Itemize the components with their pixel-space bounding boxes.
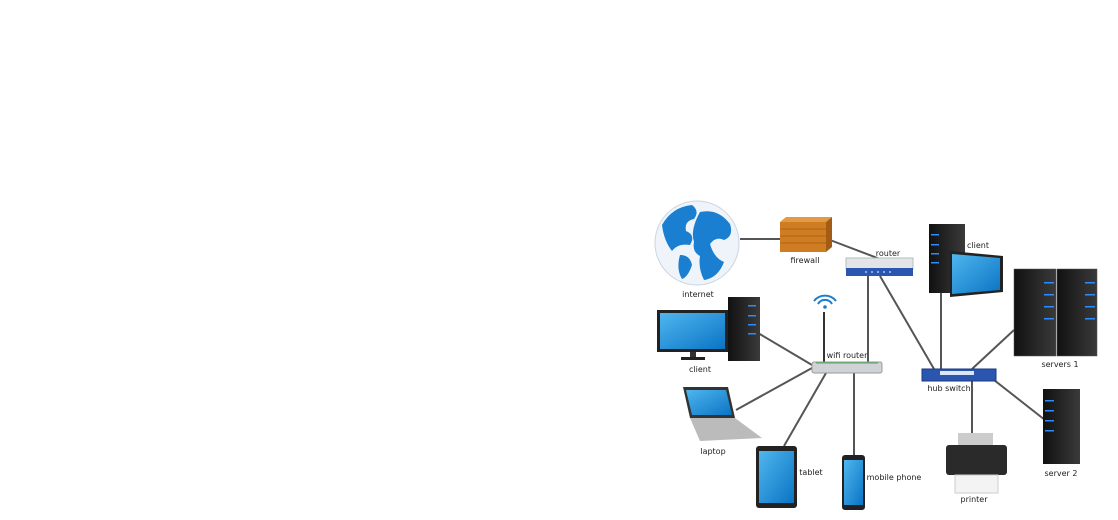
link-servers1-hub xyxy=(971,329,1015,370)
client-right-label: client xyxy=(967,241,989,250)
link-client-wifi xyxy=(757,332,813,366)
firewall-icon xyxy=(780,217,832,252)
laptop-icon xyxy=(683,387,762,441)
wifi-router-label: wifi router xyxy=(827,351,868,360)
printer-label: printer xyxy=(960,495,988,504)
server-2-label: server 2 xyxy=(1045,469,1078,478)
mobile-phone-label: mobile phone xyxy=(867,473,922,482)
router-label: router xyxy=(876,249,901,258)
client-left-label: client xyxy=(689,365,711,374)
hub-switch-icon xyxy=(921,368,997,382)
link-router-hub xyxy=(879,275,935,370)
tablet-icon xyxy=(756,446,797,508)
globe-icon xyxy=(654,200,740,286)
mobile-phone-icon xyxy=(842,455,865,510)
internet-label: internet xyxy=(682,290,714,299)
link-tablet-wifi xyxy=(783,372,827,447)
firewall-label: firewall xyxy=(791,256,820,265)
desktop-computer-right-icon xyxy=(929,224,1003,297)
link-firewall-router xyxy=(829,239,881,260)
printer-icon xyxy=(946,433,1007,494)
servers-1-label: servers 1 xyxy=(1041,360,1078,369)
links xyxy=(735,238,1046,455)
wifi-router-icon xyxy=(811,294,883,374)
link-hub-server2 xyxy=(993,379,1046,421)
wifi-signal-icon xyxy=(813,294,837,305)
hub-switch-label: hub switch xyxy=(927,384,970,393)
router-icon xyxy=(845,257,914,276)
link-laptop-wifi xyxy=(735,367,813,411)
server-icon xyxy=(1043,389,1080,464)
desktop-computer-icon xyxy=(657,297,760,361)
servers-icon xyxy=(1013,268,1098,357)
tablet-label: tablet xyxy=(799,468,822,477)
laptop-label: laptop xyxy=(700,447,725,456)
